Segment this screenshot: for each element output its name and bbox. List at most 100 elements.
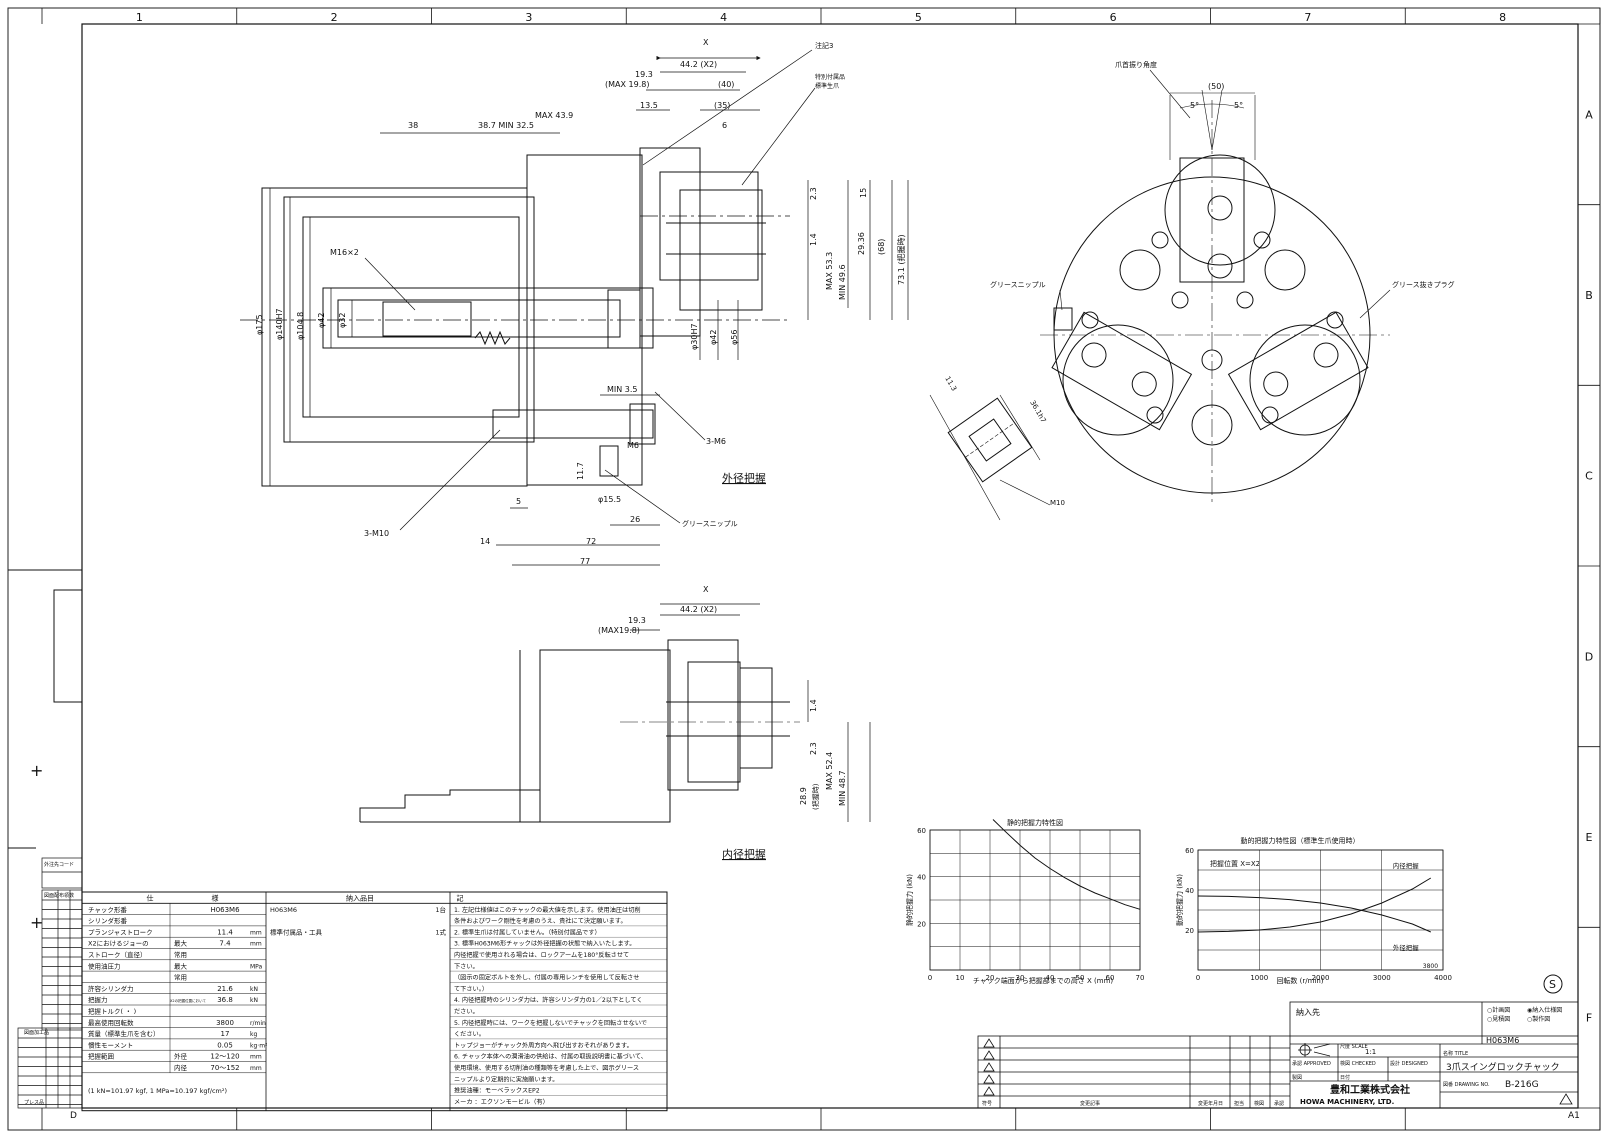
jaw-top-guide [1164,154,1276,266]
spec-row-sub: 常用 [174,973,187,982]
rev-header-check: 検図 [1254,1100,1264,1107]
dim-x: X [703,38,709,47]
spec-row-label: チャック形番 [88,906,127,914]
spec-row-label: 使用油圧力 [88,961,121,970]
spec-row-label: 慣性モーメント [88,1040,133,1049]
spec-row-unit: kg·m² [250,1042,268,1049]
approved-label: 承認 APPROVED [1292,1060,1331,1067]
dim-m16: M16×2 [330,248,359,257]
chart-x-tick: 0 [928,974,932,982]
callout-special-jaw: 特別付属品 [815,73,845,81]
spec-note-line: ださい。 [454,1009,479,1016]
chart-x-tick: 40 [1046,974,1055,982]
drawing-title: 3爪スイングロックチャック [1446,1061,1560,1073]
spec-note-line: 3. 標準H063M6形チャックは外径把握の状態で納入いたします。 [454,940,635,948]
spec-row-unit: mm [250,1054,262,1061]
spec-row-unit: kN [250,997,258,1004]
spec-row-value: 36.8 [217,996,233,1004]
jaw-top-hole-2 [1207,253,1233,279]
spec-row-sub: 外径 [174,1052,188,1061]
bottom-right-mark: A1 [1568,1111,1580,1121]
spec-row-unit: kg [250,1031,257,1038]
spec-row-label: 把握力 [88,995,108,1004]
callout-angle-left: 5° [1190,101,1199,110]
inner-dim-max-19-8: (MAX19.8) [598,626,640,635]
chart-x-tick: 20 [986,974,995,982]
dim-phi42-b: φ42 [709,330,718,345]
callout-swing-angle: 爪首振り角度 [1115,60,1157,69]
spec-note-line: メーカ ：エクソンモービル（有） [454,1098,549,1106]
dim-73-1: 73.1 (把握時) [896,234,906,285]
check-spec: ◉納入仕様図 [1527,1006,1562,1014]
detail-view-jaw [929,394,1051,521]
chart-x-tick: 0 [1196,974,1200,982]
inner-dim-holding: (把握時) [811,783,820,810]
left-strip-bottom: プレス品 [24,1100,44,1106]
left-strip-box [41,857,83,889]
chart-x-tick: 10 [956,974,965,982]
left-strip-footer-grid [17,1027,83,1109]
inner-grip-texts: X 44.2 (X2) 19.3 (MAX19.8) 1.4 2.3 MAX 5… [598,585,847,810]
spec-row-value: 21.6 [217,985,233,993]
dim-max-53-3: MAX 53.3 [825,252,834,290]
inner-bore-1 [283,196,535,443]
front-view-texts: 爪首振り角度 (50) 5° 5° グリースニップル グリース抜きプラグ [990,60,1455,289]
spec-row-value: 17 [221,1030,230,1038]
left-strip-table [17,857,83,1109]
dim-14: 14 [480,537,490,546]
dim-38-7: 38.7 MIN 32.5 [478,121,534,130]
bottom-left-mark: D [70,1111,77,1121]
drawn-label: 製図 [1292,1074,1302,1081]
spec-note-line: 2. 標準生爪は付属していません。（特別付属品です） [454,928,601,936]
dim-phi104: φ104.8 [296,312,305,340]
left-strip-head: 図面配布領数 [44,892,74,899]
rev-header-approve: 承認 [1274,1100,1284,1107]
dim-72: 72 [586,537,596,546]
dim-77: 77 [580,557,590,566]
spec-header-cell: 様 [212,894,219,903]
spec-row-label: ストローク（直径） [88,950,147,959]
spec-note-line: 条件およびワーク剛性を考慮のうえ、貴社にて決定願います。 [454,917,627,925]
spec-row-label: 許容シリンダ力 [88,984,134,993]
spec-header-cell: 記 [457,894,464,903]
chart-x-tick: 70 [1136,974,1145,982]
chart-y-tick: 20 [917,920,926,928]
column-label: 1 [136,11,143,24]
inner-dim-19-3: 19.3 [628,616,646,625]
callout-dim-50: (50) [1208,82,1224,91]
rev-header-date: 変更年月日 [1198,1100,1223,1107]
inner-dim-44-2: 44.2 (X2) [680,605,717,614]
dim-2-3: 2.3 [809,187,818,200]
spec-row-label: X2におけるジョーの [88,940,149,948]
inner-dim-min-48-7: MIN 48.7 [838,770,847,806]
company-jp: 豊和工業株式会社 [1330,1083,1410,1096]
chart-y-tick: 20 [1185,927,1194,935]
dim-min-3-5: MIN 3.5 [607,385,638,394]
dim-40: (40) [718,80,734,89]
spec-row-label: シリンダ形番 [88,916,128,925]
jaw-lower-left [1051,311,1193,431]
jaw-lower-right [1227,311,1369,431]
spec-note-line: （図示の固定ボルトを外し、付属の専用レンチを使用して反転させ [454,974,639,982]
spec-note-line: ニップルより定期的に実施願います。 [454,1075,558,1083]
rev-header-article: 変更記事 [1080,1100,1100,1107]
column-label: 3 [525,11,532,24]
front-cap [607,289,641,349]
jaw-right-guide [1249,324,1361,436]
s-mark: S [1549,978,1556,991]
crosshair-left-1: + [30,761,43,780]
jaw-left-guide [1062,324,1174,436]
chart-series-label: 外径把握 [1393,943,1420,952]
spec-note-line: 1. 左記仕様値はこのチャックの最大値を示します。使用油圧は切削 [454,906,641,914]
spec-note-line: トップジョーがチャック外周方向へ飛び出すおそれがあります。 [454,1041,633,1049]
chart-x-tick: 4000 [1434,974,1452,982]
inner-bore-2 [302,216,520,418]
row-label: E [1586,831,1593,844]
dim-38: 38 [408,121,418,130]
top-jaw [679,189,763,311]
spec-row-label: プランジャストローク [88,928,153,936]
dim-11-7: 11.7 [576,462,585,480]
chart-y-tick: 60 [1185,847,1194,855]
scale-label: 尺度 SCALE [1340,1043,1368,1050]
check-estimate: ○見積図 [1487,1015,1510,1023]
